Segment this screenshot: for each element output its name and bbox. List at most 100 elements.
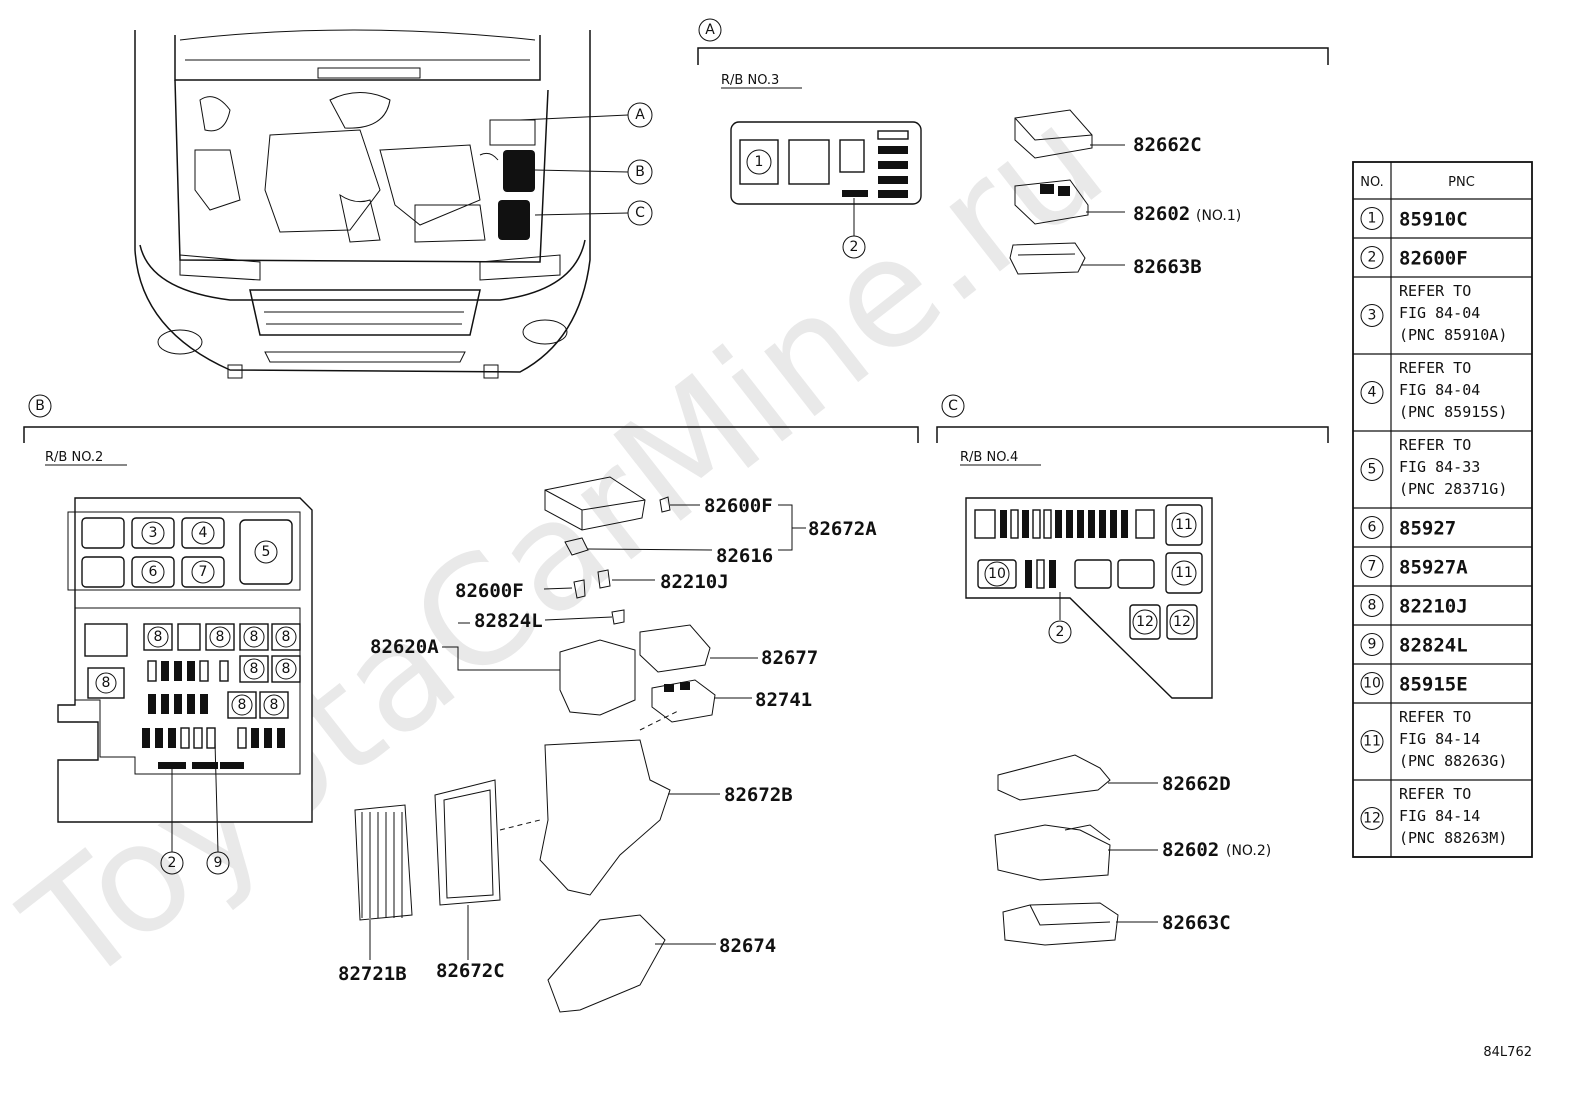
table-row-pnc-line: REFER TO <box>1399 436 1471 454</box>
section-c-marker: C <box>948 398 958 414</box>
part-82672a: 82672A <box>808 518 877 540</box>
section-b: B R/B NO.2 3 4 5 6 7 8 8 8 8 8 8 <box>23 394 919 1013</box>
table-row-no: 2 <box>1368 250 1377 266</box>
rb4-parts <box>994 754 1158 946</box>
part-82662c: 82662C <box>1133 134 1202 156</box>
svg-text:8: 8 <box>250 629 259 645</box>
table-row-pnc-line: FIG 84-33 <box>1399 458 1480 476</box>
part-82600f-top: 82600F <box>704 495 773 517</box>
circle-2-b: 2 <box>168 855 177 871</box>
circle-9: 9 <box>214 855 223 871</box>
table-row-pnc: 82600F <box>1399 248 1468 270</box>
callout-b: B <box>635 164 645 180</box>
table-row-no: 11 <box>1363 734 1381 750</box>
table-row-pnc-line: FIG 84-04 <box>1399 304 1480 322</box>
svg-text:8: 8 <box>250 661 259 677</box>
table-row-circle <box>1360 246 1384 269</box>
part-82721b: 82721B <box>338 963 407 985</box>
circle-2-c: 2 <box>1056 624 1065 640</box>
section-a-marker: A <box>705 22 715 38</box>
table-row-no: 8 <box>1368 598 1377 614</box>
table-row-circle <box>1360 207 1384 230</box>
table-row-pnc-line: (PNC 88263G) <box>1399 752 1507 770</box>
rb2-fuses <box>142 660 285 769</box>
callout-a: A <box>635 107 645 123</box>
table-row-pnc-line: REFER TO <box>1399 785 1471 803</box>
part-82602-no1: 82602 <box>1133 203 1190 225</box>
svg-text:8: 8 <box>282 661 291 677</box>
svg-text:3: 3 <box>149 525 158 541</box>
table-row-no: 5 <box>1368 462 1377 478</box>
location-callouts: A B C <box>519 102 653 226</box>
svg-text:8: 8 <box>238 697 247 713</box>
table-row-pnc: 82824L <box>1399 635 1468 657</box>
table-row-pnc-line: (PNC 88263M) <box>1399 829 1507 847</box>
circle-11-a: 11 <box>1175 517 1193 533</box>
table-row-pnc-line: (PNC 28371G) <box>1399 480 1507 498</box>
table-row-circle <box>1360 458 1384 481</box>
table-row-circle <box>1360 381 1384 404</box>
table-row-pnc-line: FIG 84-04 <box>1399 381 1480 399</box>
svg-text:8: 8 <box>154 629 163 645</box>
part-82672b: 82672B <box>724 784 793 806</box>
table-row-circle <box>1360 594 1384 617</box>
circle-12-a: 12 <box>1136 614 1154 630</box>
table-row-pnc: 85910C <box>1399 209 1468 231</box>
section-a: A R/B NO.3 1 2 82662C 82602 (NO.1) 82663… <box>697 18 1329 278</box>
table-row-no: 7 <box>1368 559 1377 575</box>
table-row-pnc-line: FIG 84-14 <box>1399 730 1480 748</box>
table-row-no: 12 <box>1363 811 1381 827</box>
table-row-pnc-line: REFER TO <box>1399 282 1471 300</box>
part-82600f-mid: 82600F <box>455 580 524 602</box>
part-82616: 82616 <box>716 545 773 567</box>
svg-text:8: 8 <box>102 675 111 691</box>
table-row-pnc-line: REFER TO <box>1399 359 1471 377</box>
svg-text:8: 8 <box>270 697 279 713</box>
part-82741: 82741 <box>755 689 812 711</box>
section-a-title: R/B NO.3 <box>721 73 779 88</box>
part-82662d: 82662D <box>1162 773 1231 795</box>
table-row-pnc-line: (PNC 85910A) <box>1399 326 1507 344</box>
part-82663c: 82663C <box>1162 912 1231 934</box>
table-row-no: 9 <box>1368 637 1377 653</box>
svg-text:8: 8 <box>216 629 225 645</box>
table-row-no: 6 <box>1368 520 1377 536</box>
section-c: C R/B NO.4 11 10 <box>936 394 1329 946</box>
figure-code: 84L762 <box>1483 1045 1532 1060</box>
section-b-marker: B <box>35 398 45 414</box>
rb2-circles: 3 4 5 6 7 <box>141 521 278 584</box>
part-82677: 82677 <box>761 647 818 669</box>
table-row-pnc: 85915E <box>1399 674 1468 696</box>
circle-11-b: 11 <box>1175 565 1193 581</box>
rb2-exploded-parts <box>354 476 716 1013</box>
section-b-title: R/B NO.2 <box>45 450 103 465</box>
circle-1: 1 <box>755 154 764 170</box>
table-row-circle <box>1360 633 1384 656</box>
table-row-pnc: 85927A <box>1399 557 1468 579</box>
table-header-pnc: PNC <box>1448 175 1475 190</box>
table-header-no: NO. <box>1360 175 1384 190</box>
table-row-circle <box>1360 555 1384 578</box>
table-row-pnc: 85927 <box>1399 518 1456 540</box>
table-row-no: 4 <box>1368 385 1377 401</box>
table-row-no: 1 <box>1368 211 1377 227</box>
table-row-circle <box>1360 807 1384 830</box>
part-82210j: 82210J <box>660 571 729 593</box>
table-row-pnc-line: REFER TO <box>1399 708 1471 726</box>
part-82620a: 82620A <box>370 636 439 658</box>
part-82602-no1-note: (NO.1) <box>1196 208 1241 224</box>
circle-12-b: 12 <box>1173 614 1191 630</box>
table-row-pnc-line: (PNC 85915S) <box>1399 403 1507 421</box>
part-82602-no2: 82602 <box>1162 839 1219 861</box>
svg-text:6: 6 <box>149 564 158 580</box>
part-82663b: 82663B <box>1133 256 1202 278</box>
svg-text:8: 8 <box>282 629 291 645</box>
table-row-circle <box>1360 672 1384 695</box>
table-row-no: 3 <box>1368 308 1377 324</box>
part-82674: 82674 <box>719 935 776 957</box>
svg-text:4: 4 <box>199 525 208 541</box>
table-row-pnc-line: FIG 84-14 <box>1399 807 1480 825</box>
circle-10: 10 <box>988 566 1006 582</box>
